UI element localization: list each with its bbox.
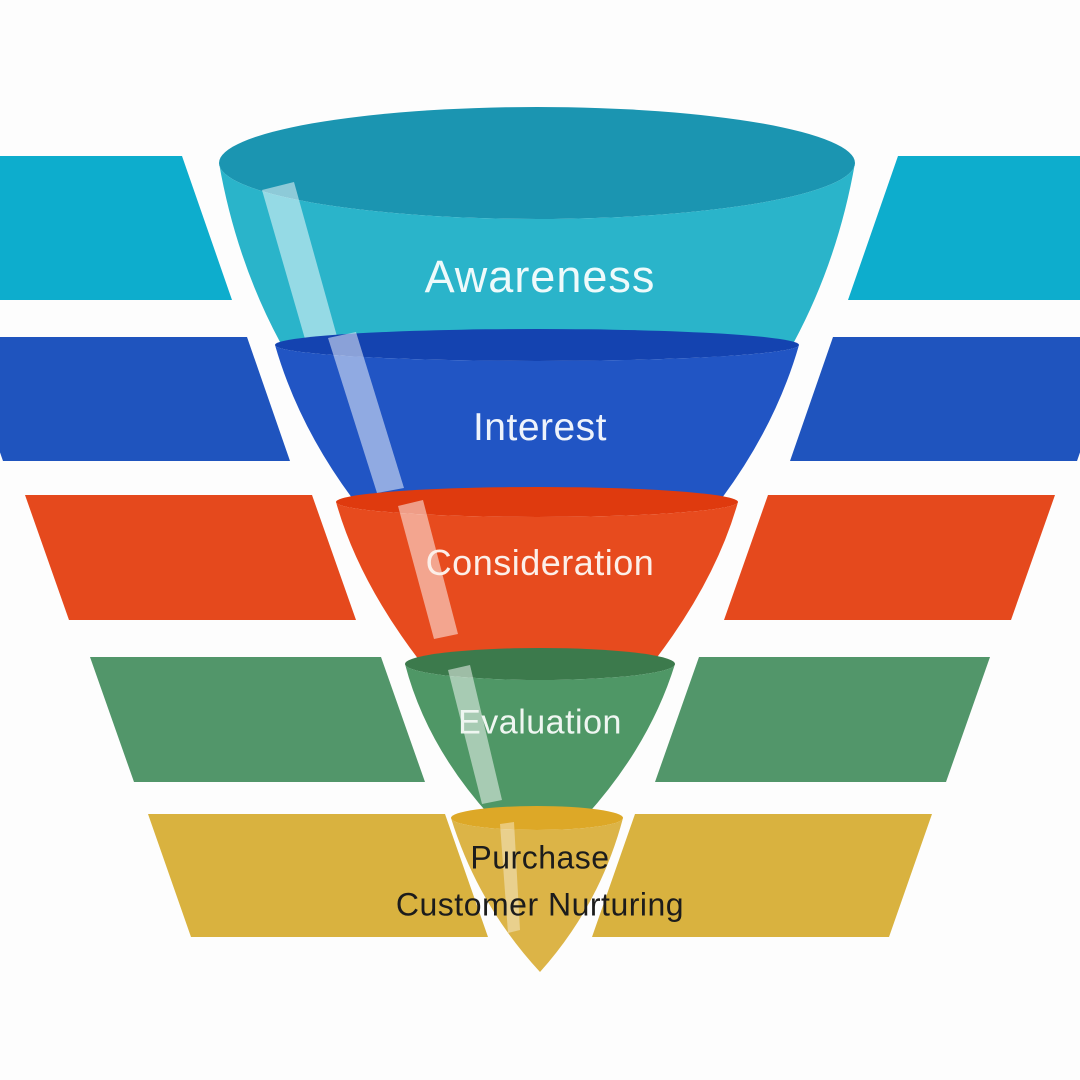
funnel-awareness-highlight: [262, 182, 338, 346]
funnel-evaluation-highlight: [448, 665, 502, 804]
funnel-interest-rim: [275, 329, 799, 361]
band-evaluation-right: [655, 657, 990, 782]
funnel-purchase-highlight: [500, 822, 520, 933]
band-interest-left: [0, 337, 290, 461]
band-interest-right: [790, 337, 1080, 461]
funnel-interest-highlight: [328, 332, 404, 493]
background-bands: [0, 156, 1080, 937]
funnel-consideration-rim: [336, 487, 738, 517]
band-consideration-left: [25, 495, 356, 620]
band-consideration-right: [724, 495, 1055, 620]
funnel-purchase-rim: [451, 806, 623, 830]
funnel-evaluation-rim: [405, 648, 675, 680]
funnel-interest-body: [275, 345, 799, 513]
funnel-awareness-rim: [219, 107, 855, 219]
funnel-awareness-body: [219, 163, 855, 359]
band-awareness-left: [0, 156, 232, 300]
band-evaluation-left: [90, 657, 425, 782]
band-purchase-right: [592, 814, 932, 937]
funnel-purchase-cone: [451, 818, 623, 972]
funnel: [219, 107, 855, 972]
band-awareness-right: [848, 156, 1080, 300]
funnel-evaluation-body: [405, 664, 675, 824]
funnel-consideration-highlight: [398, 500, 458, 639]
band-purchase-left: [148, 814, 488, 937]
